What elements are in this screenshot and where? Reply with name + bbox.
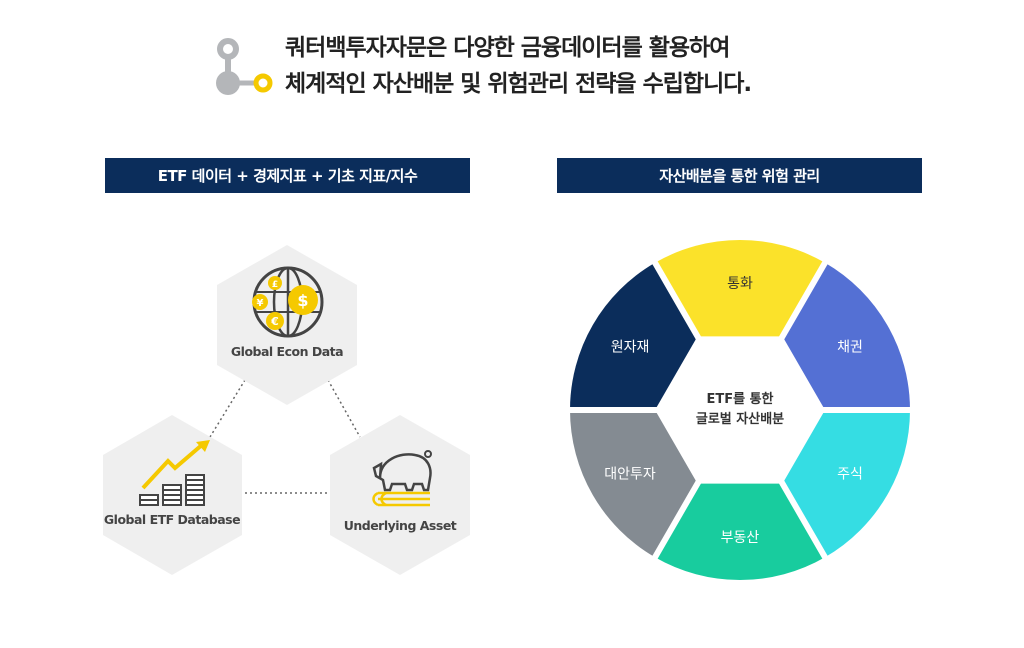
ring-segment-label: 통화 (727, 276, 753, 292)
svg-text:£: £ (272, 280, 278, 290)
globe-currency-icon: $ £ ¥ € (252, 266, 324, 338)
node-label-underlying: Underlying Asset (343, 518, 457, 533)
ring-segment (782, 410, 911, 558)
ring-divider (778, 258, 830, 340)
svg-text:¥: ¥ (257, 298, 264, 309)
piggy-bank-icon (372, 450, 432, 507)
ring-segment-label: 대안투자 (604, 467, 656, 483)
ring-center-label: 글로벌 자산배분 (696, 411, 784, 427)
ring-center-label: ETF를 통한 (706, 391, 773, 407)
ring-segment-label: 부동산 (721, 530, 760, 546)
dotted-connectors (209, 379, 361, 494)
node-label-global-econ: Global Econ Data (230, 344, 344, 359)
ring-segment-label: 주식 (837, 467, 863, 483)
chart-coins-icon (139, 440, 210, 506)
ring-segment (655, 483, 825, 580)
ring-divider (650, 480, 702, 562)
ring-segment (570, 262, 698, 410)
data-sources-diagram: $ £ ¥ € (103, 245, 470, 575)
ring-segment (655, 240, 825, 337)
headline-line-1: 쿼터백투자자문은 다양한 금융데이터를 활용하여 (285, 35, 730, 61)
ring-divider (650, 258, 702, 340)
svg-text:$: $ (297, 291, 308, 310)
headline: 쿼터백투자자문은 다양한 금융데이터를 활용하여 체계적인 자산배분 및 위험관… (285, 30, 752, 102)
left-section-title: ETF 데이터 + 경제지표 + 기초 지표/지수 (105, 158, 470, 193)
ring-divider (778, 480, 830, 562)
hex-underlying (330, 415, 470, 575)
ring-segment-label: 원자재 (611, 340, 650, 356)
headline-line-2: 체계적인 자산배분 및 위험관리 전략을 수립합니다. (285, 71, 752, 97)
ring-segment (782, 262, 910, 410)
right-section-title: 자산배분을 통한 위험 관리 (557, 158, 922, 193)
ring-segment (570, 410, 698, 558)
ring-segment-label: 채권 (837, 340, 863, 356)
svg-text:€: € (270, 315, 279, 328)
node-label-global-etf: Global ETF Database (103, 512, 241, 527)
connector-icon (216, 38, 273, 95)
